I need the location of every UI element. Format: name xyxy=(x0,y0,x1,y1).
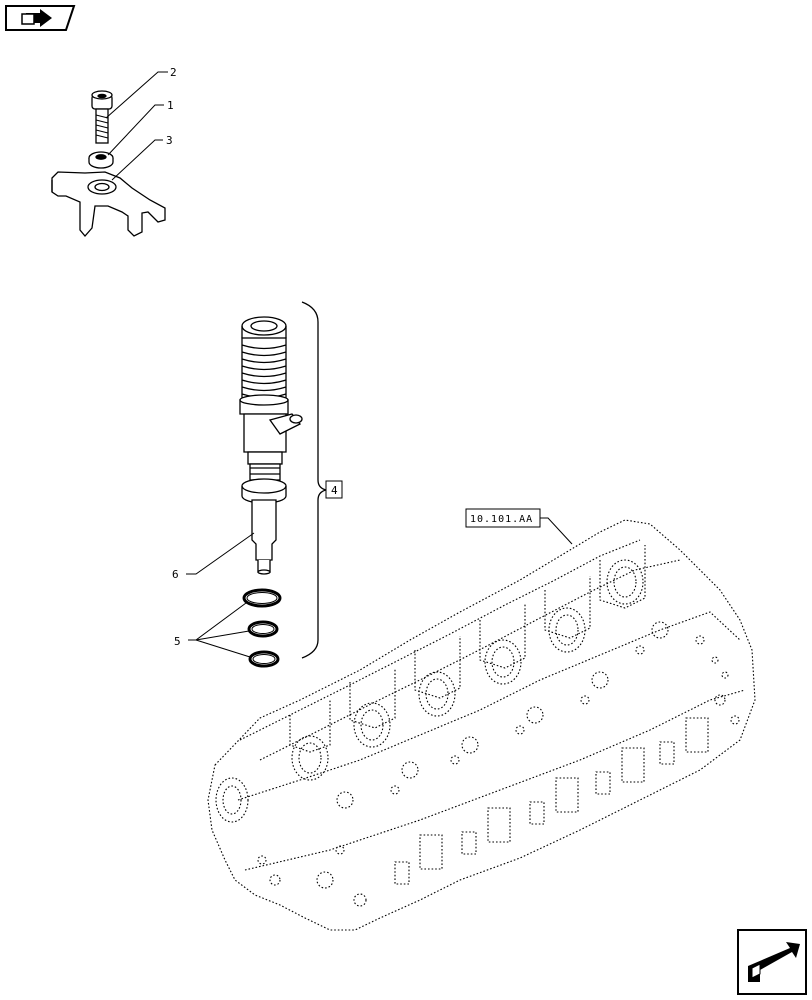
injector-part xyxy=(239,316,303,575)
reference-box[interactable]: 10.101.AA xyxy=(465,508,541,528)
callout-5: 5 xyxy=(174,635,181,648)
o-rings-part xyxy=(242,588,282,668)
book-arrow-icon[interactable] xyxy=(5,5,76,31)
callout-leaders-bottom xyxy=(186,532,255,658)
callout-6: 6 xyxy=(172,568,179,581)
clamp-part xyxy=(51,171,166,238)
callout-1: 1 xyxy=(167,99,174,112)
washer-part xyxy=(88,151,114,169)
next-page-arrow-icon[interactable] xyxy=(737,929,807,995)
callout-4-box: 4 xyxy=(325,480,343,499)
callout-2: 2 xyxy=(170,66,177,79)
reference-label[interactable]: 10.101.AA xyxy=(470,514,533,525)
reference-leader xyxy=(540,517,573,545)
callout-leaders-top xyxy=(105,71,168,181)
group-bracket xyxy=(301,301,327,659)
bolt-part xyxy=(91,90,113,144)
cylinder-head-outline xyxy=(207,519,756,931)
callout-4: 4 xyxy=(331,484,338,497)
callout-3: 3 xyxy=(166,134,173,147)
